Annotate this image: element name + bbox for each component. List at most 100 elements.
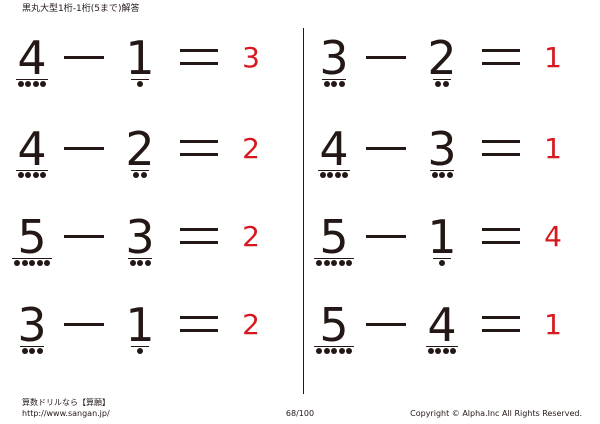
minus-sign: [64, 323, 104, 326]
subtrahend-underline: [131, 346, 149, 347]
subtrahend-dot-counter: [14, 348, 284, 356]
minuend-dot-counter: [316, 172, 586, 180]
counting-dot: [29, 260, 35, 266]
counting-dot: [323, 260, 330, 266]
subtrahend-underline: [131, 170, 149, 171]
subtrahend-underline: [426, 346, 458, 347]
counting-dot: [450, 348, 457, 354]
minuend-underline: [16, 79, 48, 80]
subtrahend-digit: 1: [427, 210, 457, 264]
subtrahend-dot-counter: [14, 81, 284, 89]
subtrahend-dot-counter: [14, 260, 284, 268]
counting-dot: [323, 81, 330, 87]
subtrahend-dot-counter: [14, 172, 284, 180]
counting-dot: [334, 172, 341, 178]
subtrahend-digit: 2: [427, 31, 457, 85]
counting-dot: [316, 260, 322, 266]
counting-dot: [446, 172, 453, 178]
worksheet-title: 黒丸大型1桁-1桁(5まで)解答: [22, 4, 140, 14]
subtrahend-digit: 3: [427, 122, 457, 176]
minus-sign: [64, 147, 104, 150]
counting-dot: [442, 81, 449, 87]
equals-sign: [482, 140, 520, 156]
counting-dot: [346, 260, 352, 266]
answer-value: 1: [544, 132, 562, 165]
minus-sign: [366, 235, 406, 238]
counting-dot: [36, 348, 43, 354]
counting-dot: [29, 348, 35, 354]
column-divider: [303, 28, 304, 394]
minuend-digit: 4: [17, 122, 47, 176]
minuend-digit: 5: [319, 298, 349, 352]
counting-dot: [442, 348, 449, 354]
counting-dot: [14, 260, 20, 266]
counting-dot: [32, 172, 39, 178]
counting-dot: [36, 260, 43, 266]
minuend-dot-counter: [316, 348, 586, 356]
equals-sign: [482, 228, 520, 244]
counting-dot: [17, 81, 24, 87]
subtrahend-underline: [127, 258, 153, 259]
minuend-underline: [12, 258, 52, 259]
equals-sign: [180, 140, 218, 156]
counting-dot: [331, 260, 337, 266]
equals-sign: [482, 316, 520, 332]
counting-dot: [137, 260, 143, 266]
counting-dot: [25, 81, 32, 87]
subtrahend-digit: 4: [427, 298, 457, 352]
minuend-digit: 4: [319, 122, 349, 176]
minuend-underline: [321, 79, 347, 80]
subtrahend-digit: 3: [125, 210, 155, 264]
minuend-dot-counter: [14, 172, 284, 180]
subtrahend-underline: [433, 79, 451, 80]
counting-dot: [316, 348, 322, 354]
minuend-dot-counter: [14, 348, 284, 356]
counting-dot: [40, 81, 47, 87]
counting-dot: [431, 172, 438, 178]
subtrahend-dot-counter: [316, 172, 586, 180]
minuend-dot-counter: [14, 81, 284, 89]
minuend-digit: 3: [319, 31, 349, 85]
minuend-underline: [318, 170, 350, 171]
counting-dot: [25, 172, 32, 178]
counting-dot: [133, 172, 140, 178]
equals-sign: [180, 228, 218, 244]
copyright-notice: Copyright © Alpha.Inc All Rights Reserve…: [410, 409, 582, 418]
counting-dot: [129, 260, 136, 266]
counting-dot: [427, 348, 434, 354]
counting-dot: [331, 81, 337, 87]
subtrahend-underline: [429, 170, 455, 171]
answer-value: 3: [242, 41, 260, 74]
minuend-dot-counter: [316, 260, 586, 268]
subtrahend-dot-counter: [316, 81, 586, 89]
subtrahend-underline: [433, 258, 451, 259]
counting-dot: [338, 260, 345, 266]
counting-dot: [140, 172, 147, 178]
counting-dot: [21, 348, 28, 354]
minus-sign: [64, 56, 104, 59]
answer-value: 2: [242, 220, 260, 253]
equals-sign: [180, 49, 218, 65]
counting-dot: [338, 348, 345, 354]
counting-dot: [21, 260, 28, 266]
minuend-underline: [314, 258, 354, 259]
footer-url-link[interactable]: http://www.sangan.jp/: [22, 409, 110, 418]
equals-sign: [180, 316, 218, 332]
counting-dot: [439, 260, 445, 266]
minuend-underline: [314, 346, 354, 347]
minus-sign: [366, 56, 406, 59]
minuend-underline: [16, 170, 48, 171]
minuend-digit: 4: [17, 31, 47, 85]
minuend-digit: 5: [319, 210, 349, 264]
equals-sign: [482, 49, 520, 65]
counting-dot: [319, 172, 326, 178]
counting-dot: [32, 81, 39, 87]
counting-dot: [17, 172, 24, 178]
counting-dot: [137, 81, 143, 87]
subtrahend-underline: [131, 79, 149, 80]
